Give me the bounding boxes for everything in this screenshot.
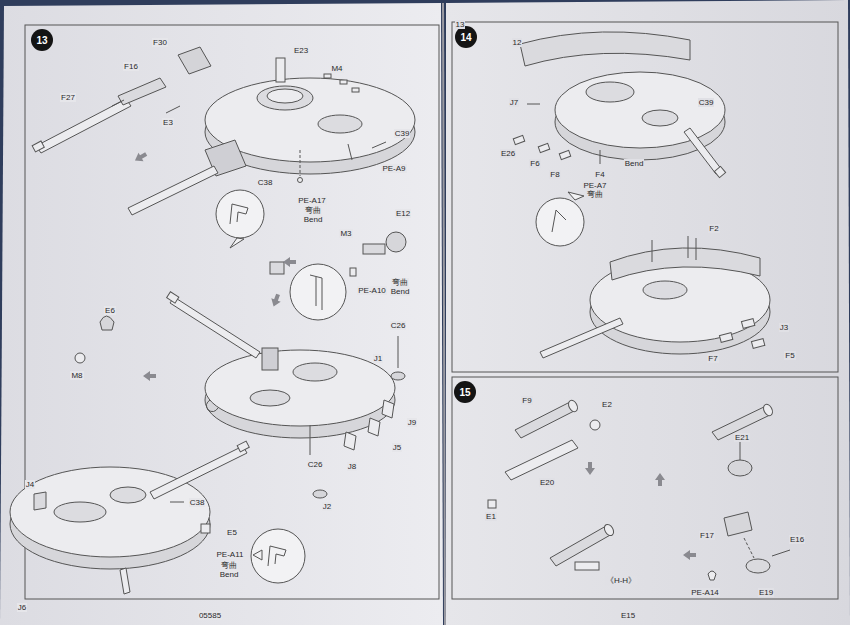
part-label: E2 (601, 400, 613, 409)
part-label: F9 (521, 396, 532, 405)
part-label: 弯曲 (391, 278, 409, 287)
part-label: C26 (307, 460, 324, 469)
step-number-text: 15 (459, 387, 470, 398)
part-label: 《H-H》 (605, 576, 637, 585)
part-label: E12 (395, 209, 411, 218)
part-label: J4 (25, 480, 35, 489)
part-label: PE-A11 (216, 550, 245, 559)
part-label: E21 (734, 433, 750, 442)
part-label: PE-A9 (381, 164, 406, 173)
part-label: F17 (699, 531, 715, 540)
part-label: E15 (620, 611, 636, 620)
part-label: PE-A10 (357, 286, 387, 295)
part-label: J6 (17, 603, 27, 612)
part-label: C38 (257, 178, 274, 187)
part-label: J2 (322, 502, 332, 511)
part-label: Bend (303, 215, 324, 224)
part-label: F7 (707, 354, 718, 363)
part-label: C39 (394, 129, 411, 138)
part-label: 12 (512, 38, 523, 47)
part-label: F16 (123, 62, 139, 71)
part-label: Bend (624, 159, 645, 168)
part-label: F2 (708, 224, 719, 233)
part-label: PE-A14 (690, 588, 720, 597)
step-number: 14 (455, 26, 477, 48)
part-label: Bend (390, 287, 411, 296)
part-label: C39 (698, 98, 715, 107)
part-label: M4 (330, 64, 343, 73)
part-label: 弯曲 (304, 206, 322, 215)
part-label: F5 (784, 351, 795, 360)
part-label: C38 (189, 498, 206, 507)
part-label: E20 (539, 478, 555, 487)
part-label: J5 (392, 443, 402, 452)
part-label: PE-A7 (582, 181, 607, 190)
part-label: F6 (529, 159, 540, 168)
part-label: F27 (60, 93, 76, 102)
part-label: 弯曲 (586, 190, 604, 199)
part-label: 弯曲 (220, 561, 238, 570)
part-label: F4 (594, 170, 605, 179)
step-number-text: 13 (36, 35, 47, 46)
part-label: E16 (789, 535, 805, 544)
part-label: J9 (407, 418, 417, 427)
part-label: 13 (455, 20, 466, 29)
part-label: E23 (293, 46, 309, 55)
part-label: J8 (347, 462, 357, 471)
part-label: PE-A17 (297, 196, 327, 205)
part-label: M3 (339, 229, 352, 238)
step-number: 13 (31, 29, 53, 51)
part-label: J1 (373, 354, 383, 363)
part-label: E1 (485, 512, 497, 521)
part-label: Bend (219, 570, 240, 579)
part-label: J7 (509, 98, 519, 107)
part-label: J3 (779, 323, 789, 332)
part-label: F30 (152, 38, 168, 47)
part-label: E26 (500, 149, 516, 158)
part-label: E19 (758, 588, 774, 597)
part-label: 05585 (198, 611, 222, 620)
part-label: E5 (226, 528, 238, 537)
step-number: 15 (454, 381, 476, 403)
part-label: C26 (390, 321, 407, 330)
step-number-text: 14 (460, 32, 471, 43)
part-label: F8 (549, 170, 560, 179)
part-label: M8 (70, 371, 83, 380)
part-label: E3 (162, 118, 174, 127)
part-label: E6 (104, 306, 116, 315)
